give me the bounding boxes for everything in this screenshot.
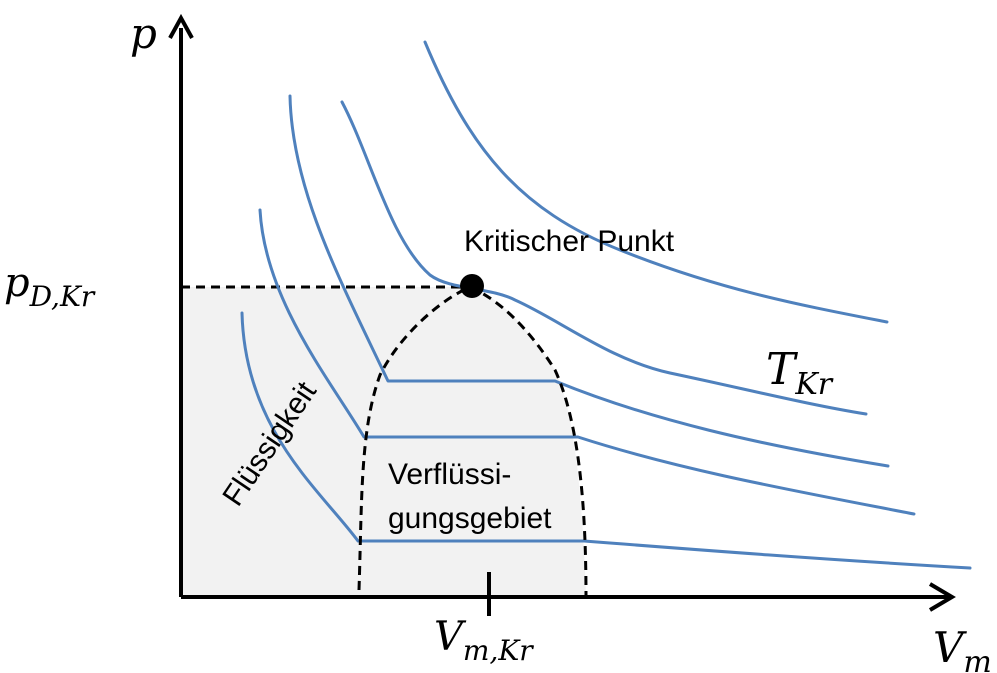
x-axis-arrowhead <box>928 582 956 612</box>
critical-point-label: Kritischer Punkt <box>464 225 675 258</box>
isotherm-3 <box>240 311 972 570</box>
condensation-region-label-line1: Verflüssi- <box>388 458 511 491</box>
isotherm-above-critical <box>423 40 889 324</box>
critical-point-marker <box>460 274 484 298</box>
isotherm-critical <box>340 100 868 416</box>
liquid-region-shading <box>181 287 586 597</box>
coexistence-curve <box>357 285 588 598</box>
y-axis-arrowhead <box>168 13 194 39</box>
condensation-region-label-line2: gungsgebiet <box>388 502 552 535</box>
critical-pressure-label: pD,Kr <box>4 260 96 313</box>
x-axis-label: Vm <box>933 623 992 673</box>
isotherm-2 <box>258 208 916 516</box>
critical-temperature-label: TKr <box>766 344 834 402</box>
critical-volume-label: Vm,Kr <box>434 614 534 667</box>
y-axis-label: p <box>130 9 157 58</box>
isotherm-1 <box>288 94 890 468</box>
